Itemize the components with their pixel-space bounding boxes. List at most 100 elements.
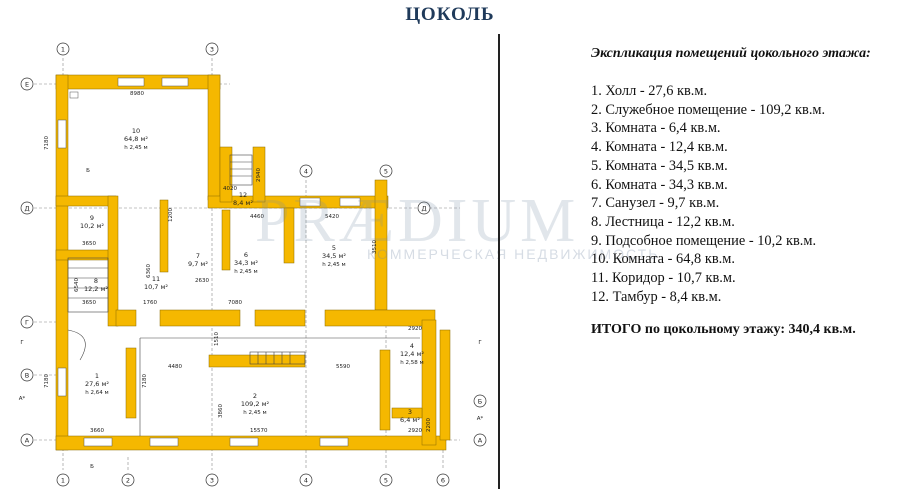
dim-label: 6360	[146, 264, 152, 278]
axis-label: 1	[61, 46, 65, 54]
plan-title: ЦОКОЛЬ	[405, 4, 495, 25]
axis-label: В	[25, 372, 29, 380]
dim-label: 2920	[408, 326, 422, 332]
legend-item: 4. Комната - 12,4 кв.м.	[591, 139, 728, 156]
svg-text:h 2,45 м: h 2,45 м	[124, 145, 147, 151]
legend-list: 1. Холл - 27,6 кв.м. 2. Служебное помеще…	[591, 82, 916, 306]
legend-item: 10. Комната - 64,8 кв.м.	[591, 251, 735, 268]
legend-item: 11. Коридор - 10,7 кв.м.	[591, 270, 736, 287]
dim-label: 3660	[90, 428, 104, 434]
room-7-label: 7 9,7 м²	[188, 252, 208, 268]
axis-label: 1	[61, 477, 65, 485]
dim-label: 15570	[250, 428, 268, 434]
floor-plan: 8980 3650 3650 1760 4460 5420 2630 7080 …	[19, 42, 487, 487]
svg-text:12,4 м²: 12,4 м²	[400, 350, 424, 358]
svg-text:1: 1	[95, 372, 99, 380]
svg-text:9,7 м²: 9,7 м²	[188, 260, 208, 268]
dim-label: 4480	[168, 364, 182, 370]
svg-text:64,8 м²: 64,8 м²	[124, 135, 148, 143]
dim-label: 3650	[82, 241, 96, 247]
legend-item: 7. Санузел - 9,7 кв.м.	[591, 195, 720, 212]
room-6-label: 6 34,3 м² h 2,45 м	[234, 251, 258, 275]
axis-marker	[20, 77, 34, 91]
room-10-label: 10 64,8 м² h 2,45 м	[124, 127, 148, 151]
svg-text:10: 10	[132, 127, 140, 135]
axis-marker	[56, 42, 70, 56]
room-4-label: 4 12,4 м² h 2,58 м	[400, 342, 424, 366]
axis-marker	[436, 473, 450, 487]
axis-label: 5	[384, 477, 388, 485]
svg-text:h 2,64 м: h 2,64 м	[85, 390, 108, 396]
dim-label: 7180	[44, 136, 50, 150]
axis-label: А	[25, 437, 30, 445]
axis-label: 3	[210, 46, 214, 54]
axis-marker	[473, 394, 487, 408]
room-2-label: 2 109,2 м² h 2,45 м	[241, 392, 270, 416]
room-legend: Экспликация помещений цокольного этажа: …	[591, 46, 916, 338]
legend-item: 6. Комната - 34,3 кв.м.	[591, 176, 728, 193]
section-mark: Б	[90, 464, 94, 470]
svg-text:6,4 м²: 6,4 м²	[400, 416, 420, 424]
dim-label: 2200	[426, 418, 432, 432]
section-mark: Г	[20, 340, 24, 346]
axis-label: 3	[210, 477, 214, 485]
axis-label: 5	[384, 168, 388, 176]
dim-label: 4460	[250, 214, 264, 220]
axis-label: 4	[304, 168, 308, 176]
axis-label: Д	[421, 205, 426, 213]
legend-item: 5. Комната - 34,5 кв.м.	[591, 157, 728, 174]
room-12-label: 12 8,4 м²	[233, 191, 253, 207]
axis-marker	[473, 433, 487, 447]
dim-label: 7080	[228, 300, 242, 306]
axis-label: 2	[126, 477, 130, 485]
svg-text:h 2,45 м: h 2,45 м	[234, 269, 257, 275]
dim-label: 1510	[214, 332, 220, 346]
svg-text:34,5 м²: 34,5 м²	[322, 252, 346, 260]
legend-total: ИТОГО по цокольному этажу: 340,4 кв.м.	[591, 322, 856, 338]
legend-item: 8. Лестница - 12,2 кв.м.	[591, 213, 735, 230]
svg-text:12: 12	[239, 191, 247, 199]
dim-label: 3510	[372, 240, 378, 254]
svg-text:6: 6	[244, 251, 248, 259]
svg-text:109,2 м²: 109,2 м²	[241, 400, 270, 408]
dim-label: 6540	[74, 278, 80, 292]
svg-text:11: 11	[152, 275, 160, 283]
svg-text:9: 9	[90, 214, 94, 222]
svg-text:12,2 м²: 12,2 м²	[84, 285, 108, 293]
section-mark: Б	[86, 168, 90, 174]
dim-label: 5420	[325, 214, 339, 220]
axis-label: 6	[441, 477, 445, 485]
legend-item: 9. Подсобное помещение - 10,2 кв.м.	[591, 232, 817, 249]
axis-marker	[417, 201, 431, 215]
axis-marker	[379, 164, 393, 178]
axis-label: Б	[478, 398, 482, 406]
room-1-label: 1 27,6 м² h 2,64 м	[85, 372, 109, 396]
svg-text:5: 5	[332, 244, 336, 252]
axis-marker	[20, 315, 34, 329]
room-9-label: 9 10,2 м²	[80, 214, 104, 230]
dim-label: 5590	[336, 364, 350, 370]
dim-label: 1760	[143, 300, 157, 306]
svg-text:h 2,58 м: h 2,58 м	[400, 360, 423, 366]
svg-text:h 2,45 м: h 2,45 м	[243, 410, 266, 416]
axis-marker	[205, 42, 219, 56]
svg-text:8,4 м²: 8,4 м²	[233, 199, 253, 207]
legend-item: 2. Служебное помещение - 109,2 кв.м.	[591, 101, 826, 118]
dim-label: 1200	[168, 208, 174, 222]
dim-label: 4020	[223, 186, 237, 192]
section-mark: Г	[478, 340, 482, 346]
dim-label: 3860	[218, 404, 224, 418]
dim-label: 7180	[44, 374, 50, 388]
axis-marker	[299, 164, 313, 178]
axis-label: Г	[25, 319, 29, 327]
dim-label: 8980	[130, 91, 144, 97]
axis-marker	[20, 368, 34, 382]
axis-marker	[56, 473, 70, 487]
svg-text:4: 4	[410, 342, 414, 350]
axis-label: Е	[25, 81, 29, 89]
legend-item: 12. Тамбур - 8,4 кв.м.	[591, 288, 722, 305]
axis-marker	[20, 201, 34, 215]
section-mark: А*	[477, 416, 484, 422]
room-8-label: 8 12,2 м²	[84, 277, 108, 293]
dim-label: 2630	[195, 278, 209, 284]
